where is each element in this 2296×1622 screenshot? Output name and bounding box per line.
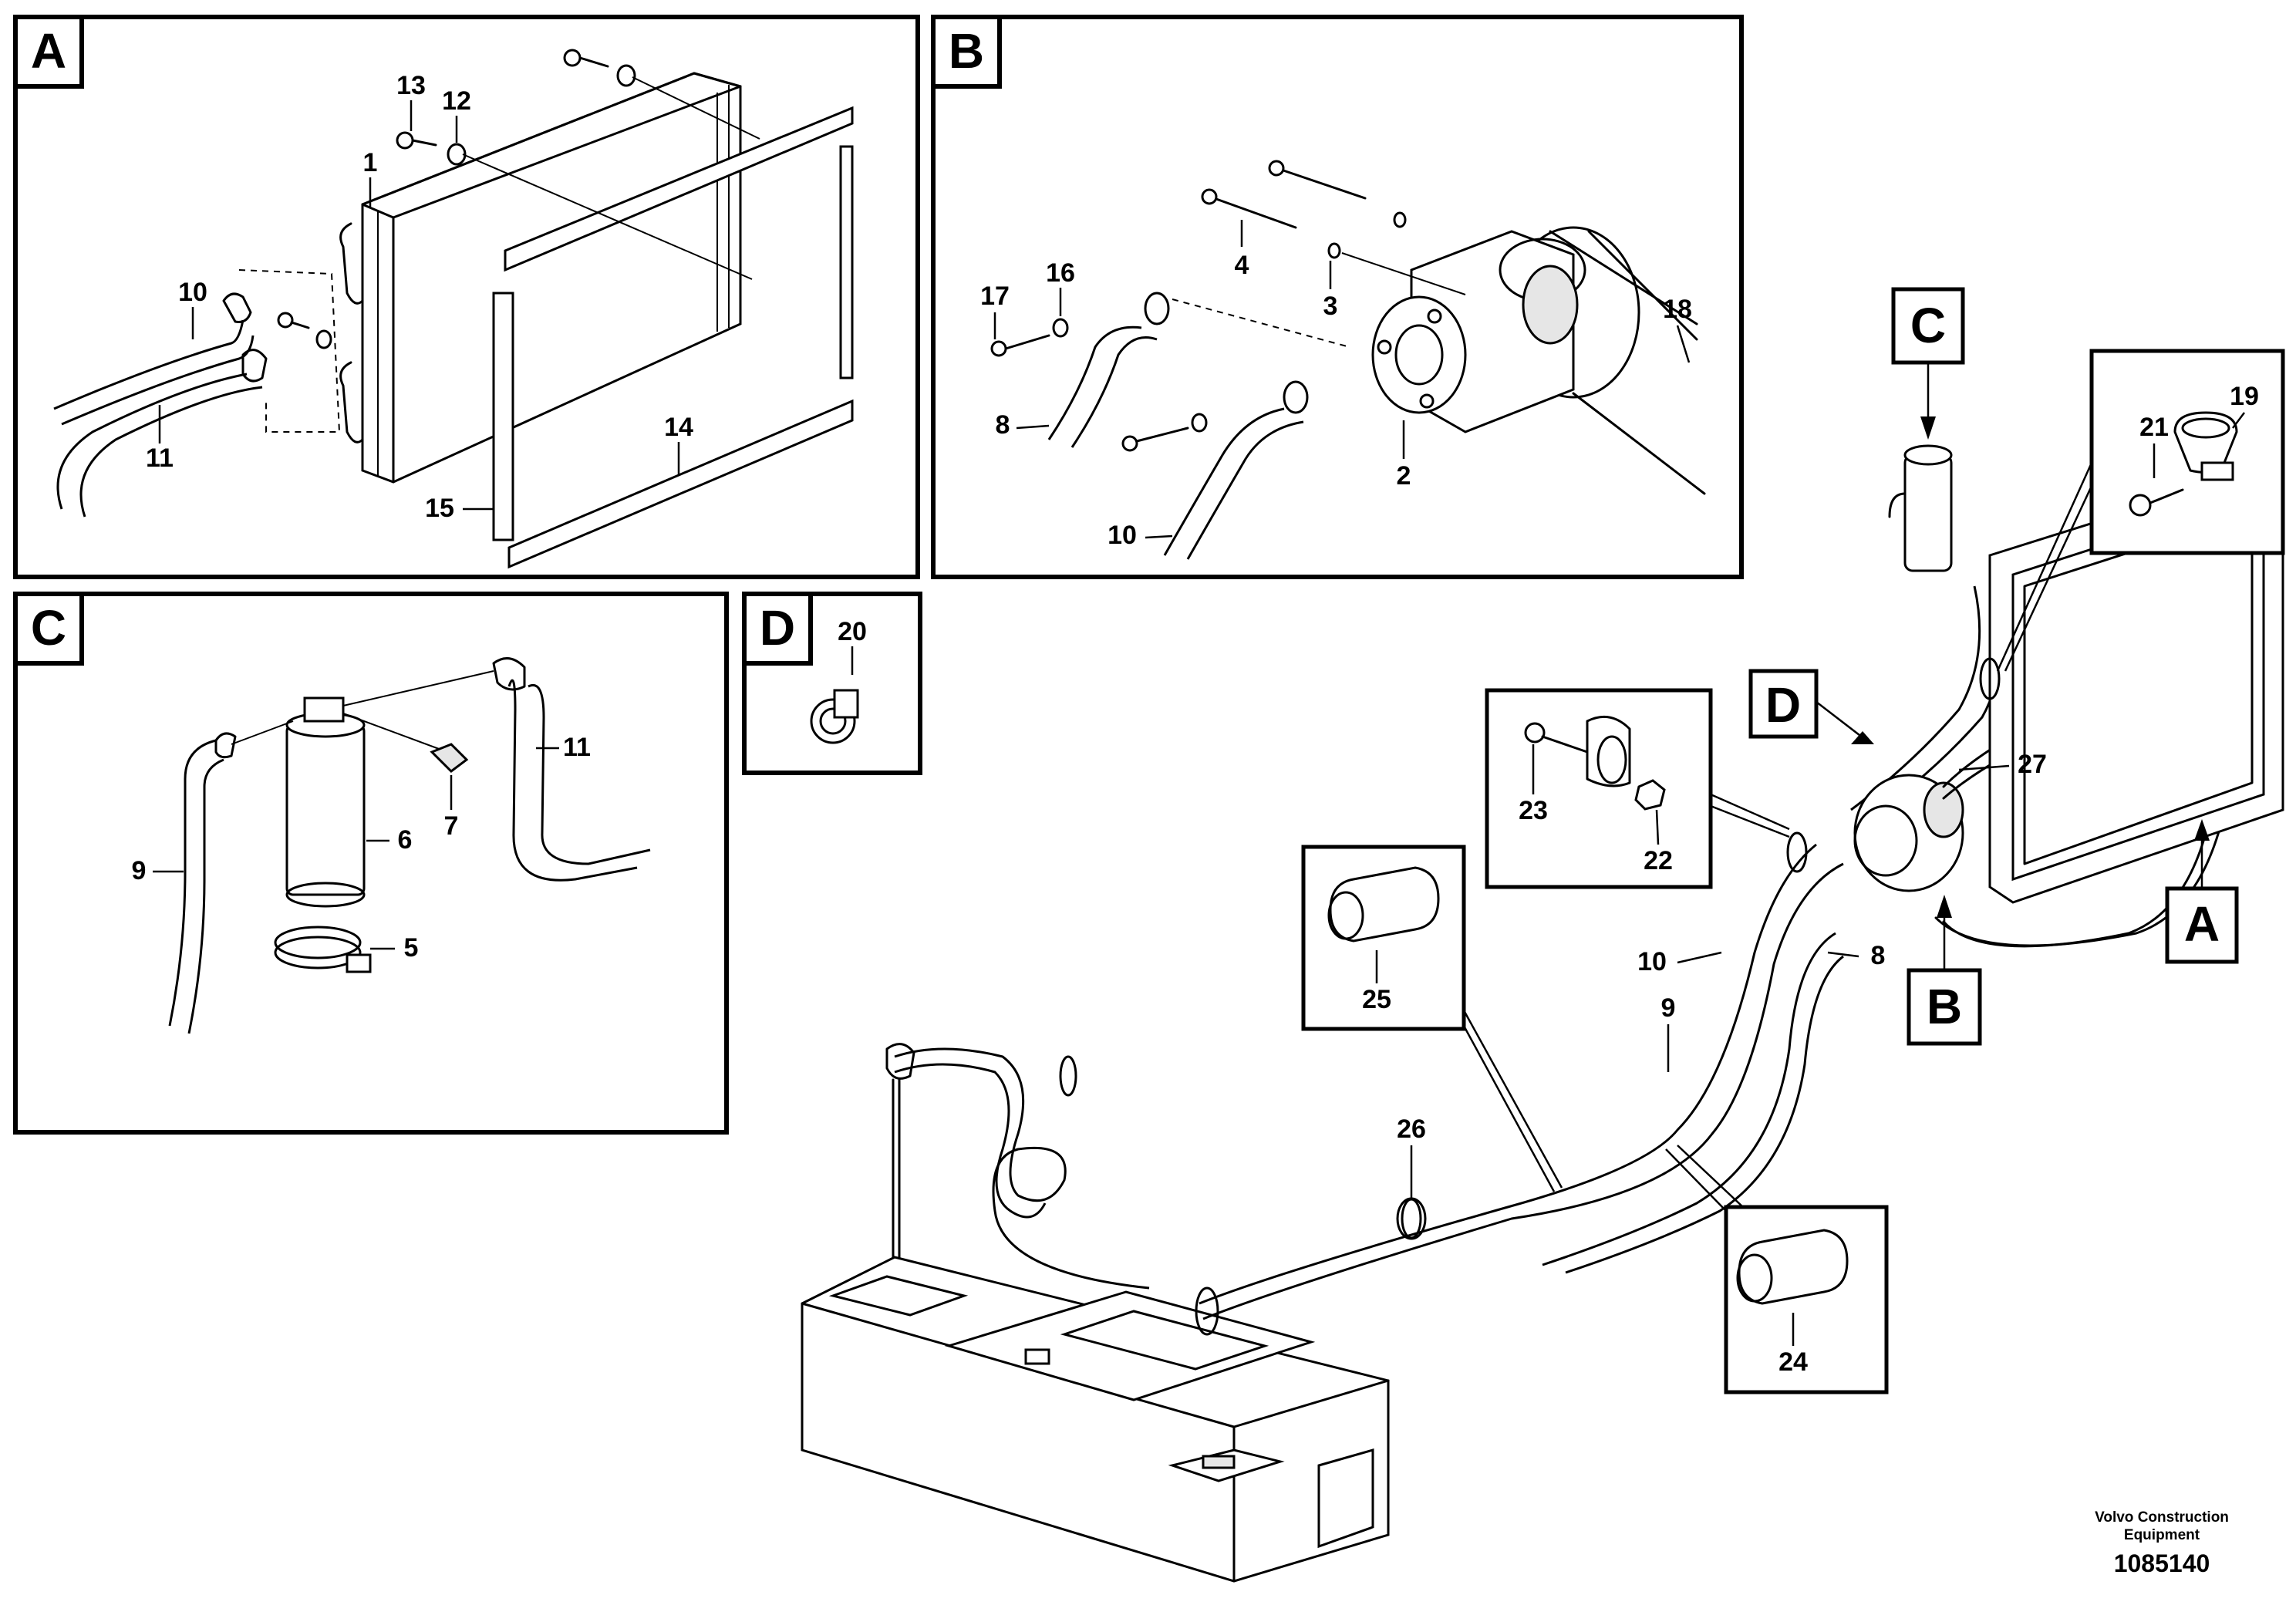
part-label-c-5: 5 <box>404 933 419 963</box>
part-label-24: 24 <box>1778 1347 1808 1377</box>
part-label-c-6: 6 <box>398 825 413 855</box>
part-label-a-14: 14 <box>664 413 693 442</box>
part-label-b-16: 16 <box>1046 258 1075 288</box>
footer-company-line1: Volvo Construction <box>2095 1509 2229 1526</box>
panel-a-callouts: 13 12 1 10 11 14 15 <box>146 71 693 523</box>
document-number: 1085140 <box>2114 1549 2210 1577</box>
part-label-c-11: 11 <box>563 733 591 762</box>
panel-a-label: A <box>31 23 66 79</box>
panel-b: B <box>931 15 1744 579</box>
receiver-drier <box>231 670 494 973</box>
panel-b-label-box <box>931 15 1002 89</box>
panel-d-label-box <box>742 592 813 666</box>
panel-c-label: C <box>31 600 66 656</box>
part-label-26: 26 <box>1397 1114 1426 1144</box>
part-label-9: 9 <box>1661 993 1676 1023</box>
panel-d: D 20 <box>742 592 922 775</box>
part-label-a-13: 13 <box>396 71 426 100</box>
part-label-b-8: 8 <box>996 410 1010 440</box>
callout-b: B <box>1907 895 1982 1046</box>
compressor-overview <box>1853 656 2238 948</box>
hoses-b <box>1047 292 1350 560</box>
panel-c: C 11 6 7 9 <box>13 592 729 1135</box>
panel-a: A <box>13 15 920 579</box>
part-label-a-1: 1 <box>363 148 378 177</box>
panel-b-label: B <box>949 23 984 79</box>
part-label-c-7: 7 <box>444 811 459 841</box>
part-label-8: 8 <box>1871 941 1886 970</box>
part-label-a-15: 15 <box>425 494 454 523</box>
part-label-a-12: 12 <box>442 86 471 116</box>
footer-company-line2: Equipment <box>2124 1527 2200 1543</box>
overview: C D B A <box>801 287 2285 1583</box>
callout-d: D <box>1748 669 1874 744</box>
callout-c: C <box>1891 287 1965 440</box>
part-label-27: 27 <box>2018 750 2047 779</box>
part-label-a-10: 10 <box>178 278 207 307</box>
callout-b-label: B <box>1927 979 1962 1034</box>
panel-d-label: D <box>760 600 795 656</box>
part-label-a-11: 11 <box>146 443 174 473</box>
cable-ties-overview <box>1059 657 2001 1240</box>
detail-box-19-21: 19 21 <box>1996 349 2285 672</box>
overview-callouts: 26 9 10 8 27 <box>1397 750 2047 1199</box>
footer: Volvo Construction Equipment 1085140 <box>2095 1509 2229 1577</box>
callout-c-label: C <box>1910 298 1946 353</box>
callout-a-label: A <box>2184 896 2220 952</box>
hoses-a <box>53 269 341 518</box>
compressor <box>1371 226 1706 495</box>
part-label-21: 21 <box>2139 413 2169 442</box>
clamp-d <box>810 689 859 744</box>
detail-box-24: 24 <box>1665 1145 1889 1394</box>
part-label-b-2: 2 <box>1397 461 1411 491</box>
part-label-23: 23 <box>1519 796 1548 825</box>
panel-b-callouts: 17 16 4 3 18 8 2 10 <box>980 220 1692 550</box>
part-label-22: 22 <box>1644 846 1673 875</box>
cab-floor-box <box>801 1256 1390 1583</box>
bolts-b <box>990 160 1466 452</box>
part-label-10: 10 <box>1637 947 1667 976</box>
part-label-c-9: 9 <box>132 856 147 885</box>
hoses-c <box>168 657 651 1034</box>
part-label-25: 25 <box>1362 985 1391 1014</box>
callout-a: A <box>2165 819 2239 964</box>
part-label-b-17: 17 <box>980 282 1010 311</box>
part-label-d-20: 20 <box>838 617 867 646</box>
detail-box-22-23: 23 22 <box>1485 688 1790 889</box>
callout-d-label: D <box>1765 677 1801 733</box>
part-label-b-4: 4 <box>1235 251 1249 280</box>
part-label-b-18: 18 <box>1663 295 1692 324</box>
seal-strips <box>492 106 854 569</box>
drier-overview <box>1888 444 1953 572</box>
panel-c-label-box <box>13 592 84 666</box>
panel-a-label-box <box>13 15 84 89</box>
part-label-19: 19 <box>2230 382 2259 411</box>
panel-c-callouts: 11 6 7 9 5 <box>132 733 591 963</box>
part-label-b-10: 10 <box>1108 521 1137 550</box>
part-label-b-3: 3 <box>1323 292 1338 321</box>
bolts-a <box>277 49 760 349</box>
detail-box-25: 25 <box>1301 845 1563 1192</box>
condenser <box>339 72 742 484</box>
